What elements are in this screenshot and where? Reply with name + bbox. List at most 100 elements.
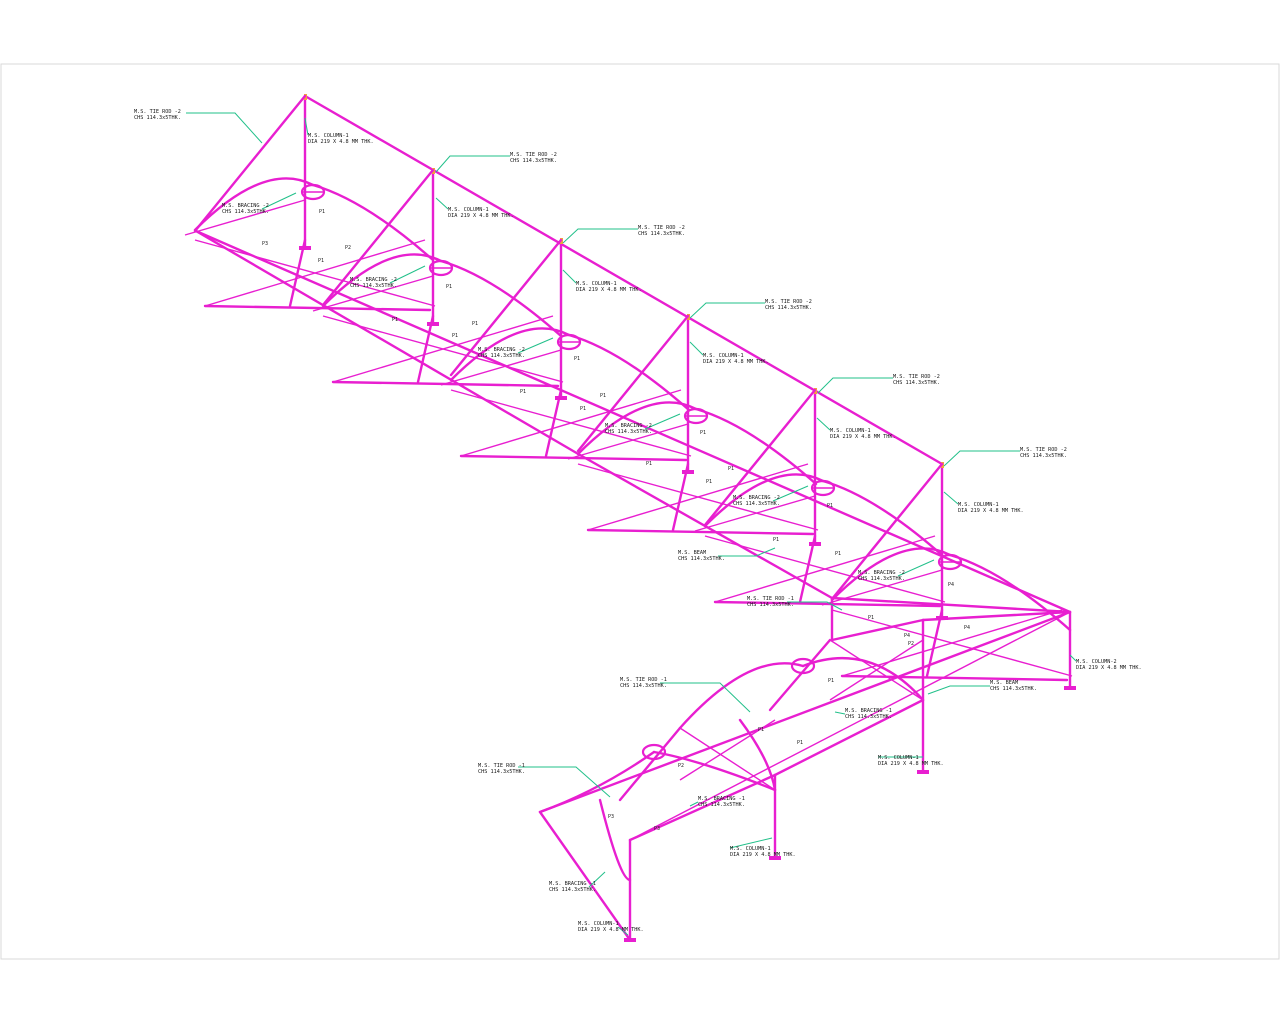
annotation-spec: CHS 114.3x5THK. [733,501,780,507]
annotation-title: M.S. COLUMN-2 [1076,659,1117,665]
annotation-title: M.S. BRACING -1 [845,708,892,714]
leader-line [927,685,990,695]
part-mark: P1 [835,551,841,557]
part-mark: P1 [827,503,833,509]
leader-line [588,871,606,888]
annotation-spec: DIA 219 X 4.8 MM THK. [578,927,644,933]
part-mark: P1 [706,479,712,485]
steel-frame [184,94,1076,942]
part-mark: P1 [574,356,580,362]
bracing [567,423,689,460]
leader-line [562,228,638,244]
column-base-plate [1064,686,1076,690]
leader-lines [186,112,1077,936]
leader-line [689,801,699,807]
transverse-beam [586,528,815,536]
annotation-title: M.S. TIE ROD -1 [620,677,667,683]
annotation-title: M.S. TIE ROD -2 [893,374,940,380]
annotation-spec: CHS 114.3x5THK. [478,769,525,775]
arch-rafter [439,259,563,338]
tie-rod [449,238,563,377]
leader-line [304,117,309,136]
sheet-border [0,63,1280,960]
arch-rafter [801,657,925,702]
bracing [312,275,434,312]
part-mark: P3 [654,826,660,832]
column-base-plate [299,246,311,250]
annotation-title: M.S. BRACING -2 [478,347,525,353]
strut [416,314,435,384]
strut [288,238,307,308]
annotation-title: M.S. COLUMN-1 [308,133,349,139]
leader-line [644,413,681,430]
part-mark: P2 [345,245,351,251]
cross-bracing [587,463,809,531]
cross-bracing [679,719,776,781]
annotation-spec: CHS 114.3x5THK. [858,576,905,582]
part-mark: P4 [964,625,970,631]
annotation-spec: DIA 219 X 4.8 MM THK. [878,761,944,767]
tension-ring [790,657,816,675]
annotation-title: M.S. BRACING -2 [605,423,652,429]
part-mark: P4 [904,633,910,639]
lower-beam-3 [628,773,777,842]
cross-bracing [679,727,776,791]
annotation-title: M.S. COLUMN-1 [878,755,919,761]
annotation-title: M.S. BEAM [678,550,706,556]
annotation-title: M.S. TIE ROD -2 [510,152,557,158]
column-base-plate [769,856,781,860]
cross-bracing [460,389,682,457]
part-mark: P1 [758,727,764,733]
annotation-spec: DIA 219 X 4.8 MM THK. [576,287,642,293]
arch-rafter [598,798,632,882]
leader-line [897,559,935,577]
arch-rafter [738,718,777,792]
annotation-spec: CHS 114.3x5THK. [845,714,892,720]
annotation-spec: CHS 114.3x5THK. [510,158,557,164]
part-mark: P1 [728,466,734,472]
cross-bracing [841,609,1063,677]
annotation-spec: DIA 219 X 4.8 MM THK. [1076,665,1142,671]
tie-rod [576,314,690,453]
arch-rafter [193,177,315,232]
part-mark: P1 [318,258,324,264]
tie-rod [703,388,817,527]
tie-rod [321,168,435,307]
annotation-spec: CHS 114.3x5THK. [478,353,525,359]
arch-rafter [321,253,443,308]
annotation-title: M.S. BRACING -1 [698,796,745,802]
annotation-title: M.S. BEAM [990,680,1018,686]
arch-rafter [652,750,777,792]
tie-rod-lower [768,638,832,712]
leader-line [689,341,704,356]
annotation-title: M.S. TIE ROD -1 [747,596,794,602]
part-mark: P1 [600,393,606,399]
edge-beam-lower [830,596,1072,614]
annotation-spec: CHS 114.3x5THK. [747,602,794,608]
part-mark: P1 [868,615,874,621]
tension-ring [641,743,667,761]
tie-rod-lower [618,726,682,802]
part-mark: P1 [452,333,458,339]
annotation-title: M.S. TIE ROD -2 [638,225,685,231]
leader-line [435,155,510,173]
column-base-plate [917,770,929,774]
annotation-spec: CHS 114.3x5THK. [1020,453,1067,459]
part-mark: P1 [446,284,452,290]
leader-line [517,337,554,354]
part-marks: P1P2P3P1P1P1P1P1P1P1P1P1P1P1P1P1P1P1P1P4… [262,209,970,832]
column-base-plate [427,322,439,326]
cross-bracing [829,639,924,701]
leader-line [772,485,809,502]
annotation-title: M.S. BRACING -2 [858,570,905,576]
leader-line [817,377,893,394]
lower-edge-top [538,610,1072,814]
arch-rafter [830,547,952,602]
arch-rafter [567,333,691,412]
annotation-spec: CHS 114.3x5THK. [134,115,181,121]
part-mark: P1 [580,406,586,412]
annotation-spec: CHS 114.3x5THK. [893,380,940,386]
annotation-spec: CHS 114.3x5THK. [605,429,652,435]
annotation-title: M.S. BRACING -2 [350,277,397,283]
